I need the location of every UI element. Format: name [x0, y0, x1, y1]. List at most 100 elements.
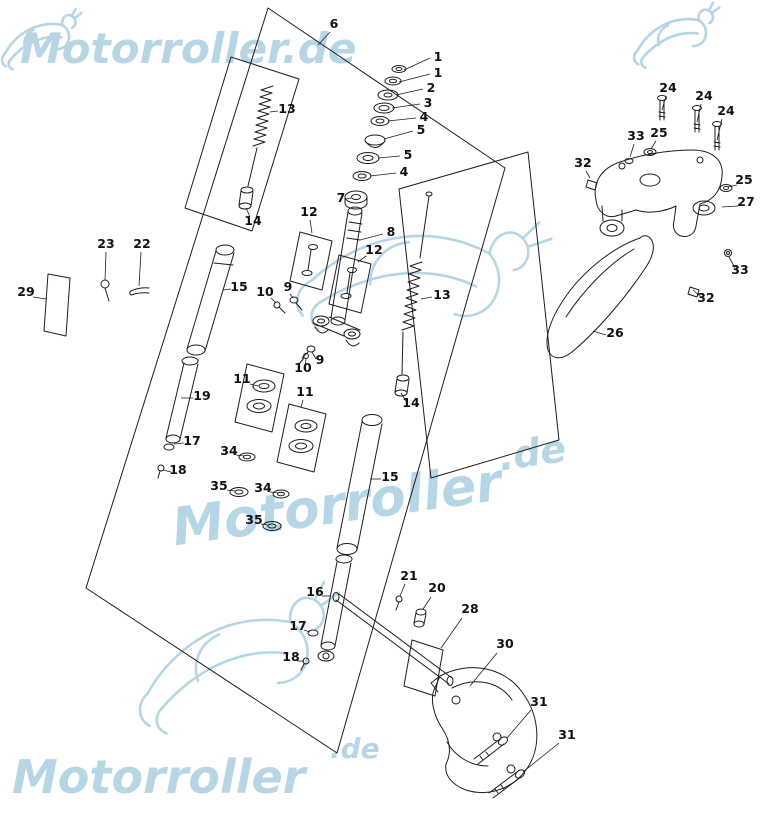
part-label-20-34: 20: [428, 580, 446, 595]
part-label-25-48: 25: [650, 125, 667, 140]
part-label-5-6: 5: [404, 147, 413, 162]
part-label-34-30: 34: [254, 480, 272, 495]
brake-disc-guard: [430, 667, 538, 793]
part-label-15-25: 15: [381, 469, 398, 484]
part-label-19-24: 19: [193, 388, 210, 403]
leader-line-34-30: [269, 491, 279, 494]
leader-line-9-15: [289, 293, 294, 299]
part-label-29-43: 29: [17, 284, 34, 299]
part-label-28-36: 28: [461, 601, 478, 616]
leader-line-12-14: [357, 255, 367, 263]
part-label-1-1: 1: [434, 65, 443, 80]
fork-spring-right: [394, 191, 433, 397]
part-label-24-46: 24: [717, 103, 735, 118]
part-label-6-8: 6: [330, 16, 339, 31]
leader-line-3-3: [391, 103, 421, 109]
part-label-18-28: 18: [169, 462, 186, 477]
part-label-3-3: 3: [424, 95, 433, 110]
part-label-16-32: 16: [306, 584, 324, 599]
part-label-34-27: 34: [220, 443, 238, 458]
part-label-23-41: 23: [97, 236, 114, 251]
part-labels: 1123455467813141212910151391011111419151…: [17, 16, 755, 773]
leader-line-24-46: [716, 118, 723, 141]
race-washers-34-35: [229, 452, 290, 531]
panel-outlines: [85, 7, 560, 754]
part-label-14-12: 14: [244, 213, 262, 228]
leader-line-14-23: [400, 392, 407, 402]
part-label-33-47: 33: [627, 128, 644, 143]
part-label-31-40: 31: [558, 727, 575, 742]
part-label-35-29: 35: [210, 478, 227, 493]
leader-line-12-13: [309, 219, 313, 234]
leader-line-32-49: [585, 170, 591, 179]
part-label-26-54: 26: [606, 325, 624, 340]
part-label-14-23: 14: [402, 395, 420, 410]
part-label-4-7: 4: [400, 164, 409, 179]
bearing-boxes-11: [234, 363, 327, 473]
leader-line-28-36: [440, 617, 463, 649]
leader-line-1-1: [398, 73, 431, 83]
leader-line-35-29: [226, 489, 236, 492]
part-label-35-31: 35: [245, 512, 262, 527]
fork-spring-left: [238, 85, 274, 210]
axle-plate-28: [403, 639, 444, 697]
part-label-11-21: 11: [233, 371, 250, 386]
leader-line-24-44: [661, 95, 667, 111]
part-label-32-49: 32: [574, 155, 591, 170]
leader-line-6-8: [317, 31, 331, 46]
steering-stem-washer-stack: [344, 65, 407, 210]
part-label-12-14: 12: [365, 242, 382, 257]
part-label-17-26: 17: [183, 433, 200, 448]
part-label-33-52: 33: [731, 262, 748, 277]
leader-line-10-20: [304, 358, 307, 367]
leader-line-9-19: [311, 351, 317, 360]
part-label-30-38: 30: [496, 636, 514, 651]
leader-line-26-54: [592, 330, 607, 336]
leader-line-17-26: [173, 442, 185, 445]
leader-line-4-7: [369, 172, 397, 177]
left-fork-leg: [157, 244, 235, 479]
part-label-25-50: 25: [735, 172, 752, 187]
part-label-7-9: 7: [337, 190, 346, 205]
watermark-middle-suffix: .de: [496, 426, 569, 479]
diagram-linework: [43, 7, 733, 799]
leader-line-13-18: [420, 296, 433, 300]
left-side-parts: [43, 273, 150, 337]
part-label-10-16: 10: [256, 284, 274, 299]
upper-bracket-27: [594, 149, 723, 237]
leader-line-17-35: [303, 629, 311, 633]
leader-line-8-10: [359, 233, 384, 241]
dragon-logos: [1, 2, 720, 735]
steering-stem: [330, 206, 363, 326]
part-label-2-2: 2: [427, 80, 436, 95]
leader-line-20-34: [422, 596, 432, 610]
part-label-24-44: 24: [659, 80, 677, 95]
leader-line-27-51: [721, 205, 739, 208]
watermark-layer: Motorroller.de Motorroller .de Motorroll…: [1, 2, 720, 804]
part-label-12-13: 12: [300, 204, 317, 219]
leader-line-7-9: [345, 197, 352, 200]
part-label-9-15: 9: [284, 279, 293, 294]
leader-line-14-12: [245, 207, 251, 218]
part-label-31-39: 31: [530, 694, 547, 709]
leader-line-18-28: [162, 469, 172, 473]
part-label-13-11: 13: [278, 101, 295, 116]
leader-line-4-4: [387, 117, 417, 122]
part-label-17-35: 17: [289, 618, 306, 633]
leader-line-25-48: [650, 140, 657, 150]
part-label-5-5: 5: [417, 122, 426, 137]
part-label-21-33: 21: [400, 568, 417, 583]
fastener-boxes-12: [289, 231, 372, 314]
leader-line-24-45: [696, 103, 702, 123]
part-label-8-10: 8: [387, 224, 396, 239]
fork-shield-26: [546, 235, 654, 359]
clamp-screws: [273, 296, 316, 365]
part-label-15-17: 15: [230, 279, 247, 294]
part-label-1-0: 1: [434, 49, 443, 64]
leader-line-31-40: [522, 742, 560, 773]
leader-line-13-11: [269, 110, 279, 113]
dragon-logo-center-icon: [288, 157, 557, 391]
guard-bolts-31: [473, 736, 525, 799]
dragon-logo-top-right-icon: [633, 2, 720, 69]
